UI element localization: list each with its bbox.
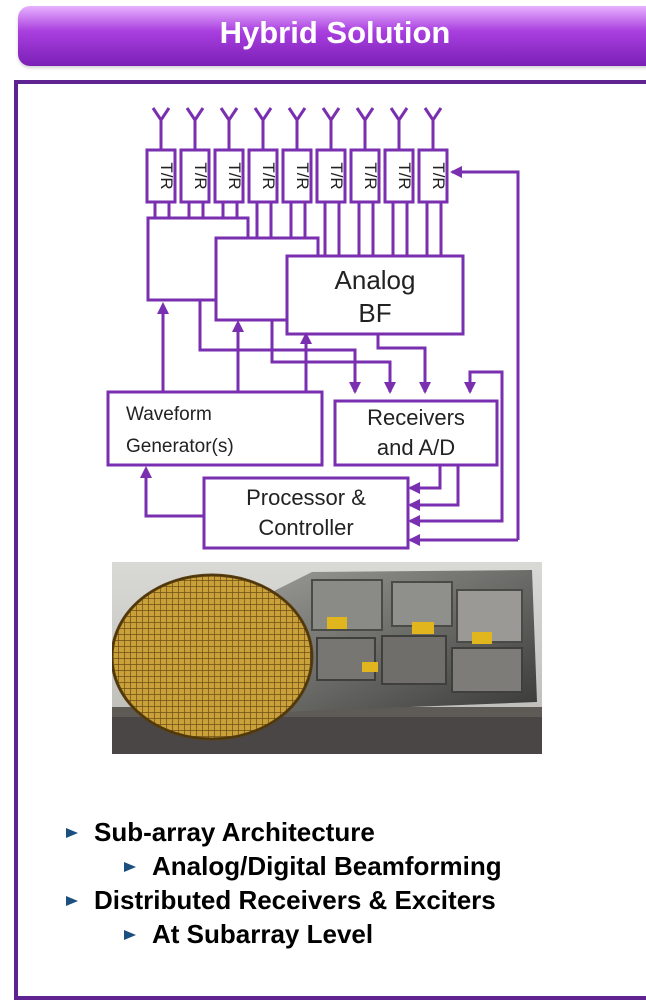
tr-label: T/R	[361, 162, 380, 189]
antenna-icon	[391, 108, 407, 150]
antenna-icon	[323, 108, 339, 150]
triangle-bullet-icon	[66, 828, 78, 838]
waveform-label-line1: Waveform	[126, 404, 212, 425]
bullet-text: At Subarray Level	[152, 919, 373, 950]
list-item: At Subarray Level	[124, 919, 373, 950]
antenna-icon	[187, 108, 203, 150]
antenna-row	[153, 108, 441, 150]
list-item: Analog/Digital Beamforming	[124, 851, 502, 882]
analog-bf-label-line1: Analog	[335, 265, 416, 295]
tr-label: T/R	[259, 162, 278, 189]
tr-label: T/R	[293, 162, 312, 189]
antenna-icon	[289, 108, 305, 150]
tr-label: T/R	[191, 162, 210, 189]
block-diagram: T/R T/R T/R T/R T/R T/R T/R T/R T/R Anal…	[0, 0, 646, 560]
processor-label-line1: Processor &	[246, 485, 366, 510]
processor-label-line2: Controller	[258, 515, 353, 540]
waveform-label-line2: Generator(s)	[126, 436, 234, 457]
phased-array-hardware-photo	[112, 562, 542, 754]
antenna-icon	[153, 108, 169, 150]
bullet-text: Distributed Receivers & Exciters	[94, 885, 496, 916]
receivers-label-line2: and A/D	[377, 435, 455, 460]
bullet-text: Analog/Digital Beamforming	[152, 851, 502, 882]
receivers-label-line1: Receivers	[367, 405, 465, 430]
tr-label: T/R	[429, 162, 448, 189]
analog-bf-label-line2: BF	[358, 298, 391, 328]
triangle-bullet-icon	[124, 930, 136, 940]
list-item: Sub-array Architecture	[66, 817, 375, 848]
tr-label: T/R	[327, 162, 346, 189]
tr-label: T/R	[395, 162, 414, 189]
bullet-text: Sub-array Architecture	[94, 817, 375, 848]
list-item: Distributed Receivers & Exciters	[66, 885, 496, 916]
antenna-icon	[255, 108, 271, 150]
antenna-icon	[221, 108, 237, 150]
tr-label: T/R	[225, 162, 244, 189]
antenna-icon	[425, 108, 441, 150]
tr-label: T/R	[157, 162, 176, 189]
antenna-icon	[357, 108, 373, 150]
triangle-bullet-icon	[124, 862, 136, 872]
triangle-bullet-icon	[66, 896, 78, 906]
